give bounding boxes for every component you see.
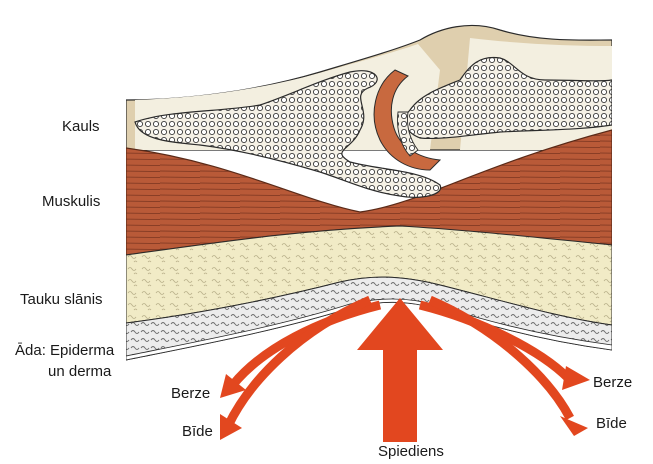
label-skin-line2: un derma xyxy=(48,363,112,380)
label-bone: Kauls xyxy=(62,118,100,135)
label-fat: Tauku slānis xyxy=(20,291,103,308)
joint-cartilage xyxy=(373,69,442,171)
label-pressure: Spiediens xyxy=(378,443,444,460)
left-bone xyxy=(134,70,442,198)
shear-left-arrow xyxy=(223,295,372,428)
friction-left-arrow xyxy=(228,300,382,389)
pressure-arrow xyxy=(357,298,443,442)
right-bone xyxy=(404,56,612,140)
friction-right-arrow xyxy=(418,300,572,382)
label-friction-left: Berze xyxy=(171,385,211,402)
label-muscle: Muskulis xyxy=(42,193,101,210)
label-shear-left: Bīde xyxy=(182,423,213,440)
label-shear-right: Bīde xyxy=(596,415,627,432)
label-skin-line1: Āda: Epiderma xyxy=(15,342,115,359)
shear-right-arrow xyxy=(428,295,574,421)
label-friction-right: Berze xyxy=(593,374,633,391)
